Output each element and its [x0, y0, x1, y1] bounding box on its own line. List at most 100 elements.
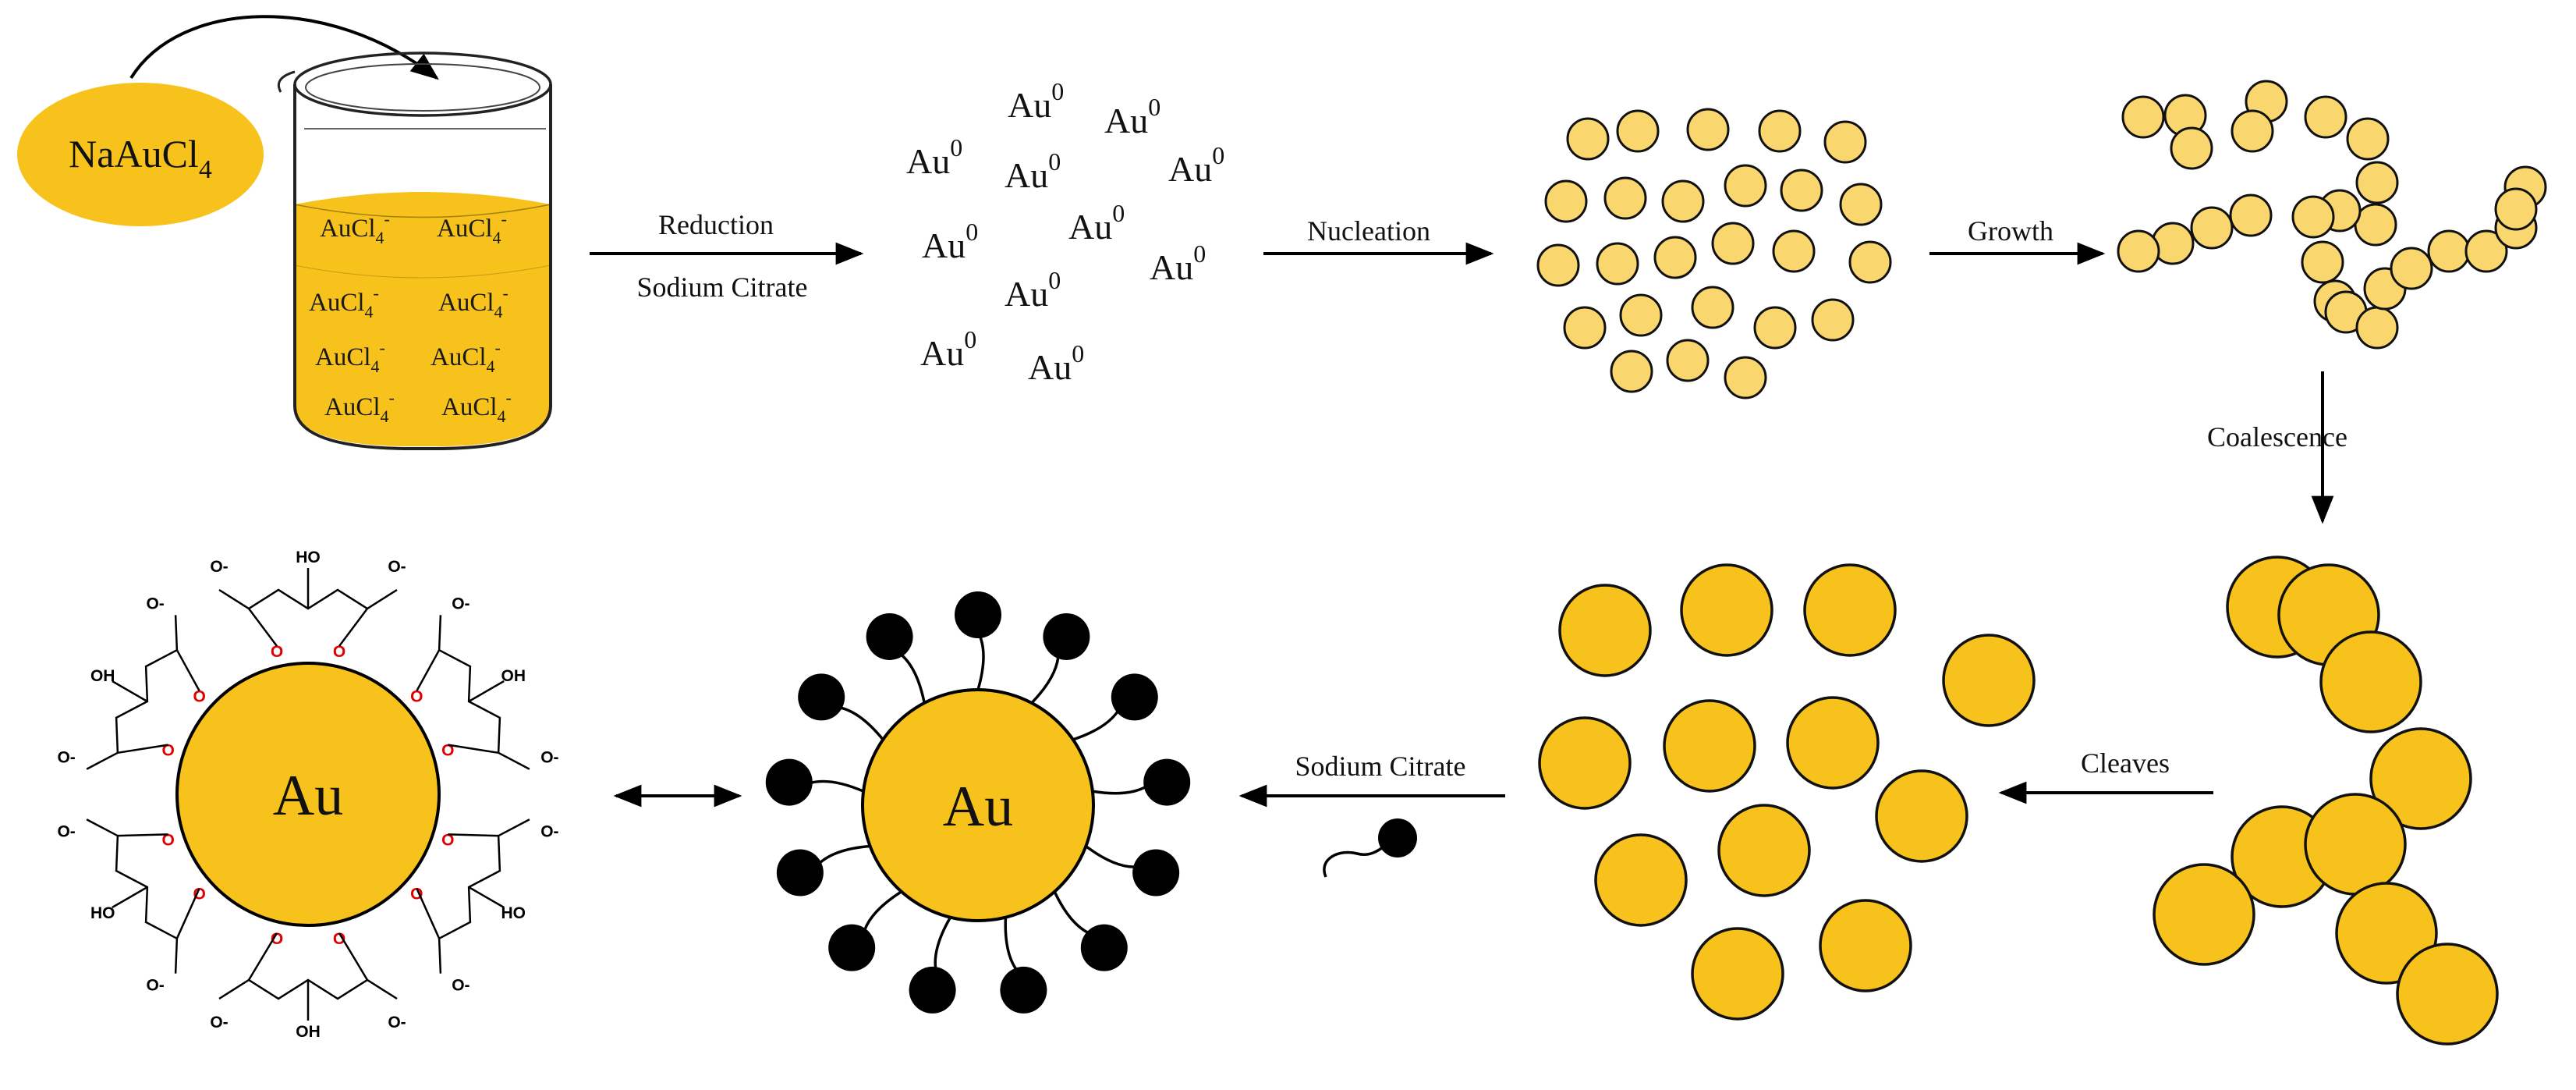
separated-particle [1663, 699, 1756, 793]
nucleation-step: Nucleation [1263, 215, 1494, 265]
ligand-head [1143, 758, 1191, 806]
nucleus [1811, 298, 1855, 342]
ligand-tail [1030, 652, 1060, 705]
nucleus [1666, 339, 1710, 382]
ligand-head [1080, 924, 1128, 971]
grown-particle [2301, 240, 2344, 284]
svg-text:AuCl4-: AuCl4- [437, 209, 507, 247]
nucleation-label: Nucleation [1307, 215, 1430, 247]
nucleus [1544, 179, 1588, 223]
ligand-tail [1072, 706, 1122, 741]
citrate-ligand-icon [1323, 843, 1388, 878]
bound-oxygen-label: O [193, 687, 205, 705]
ligand-head [955, 591, 1001, 638]
ligand-tail [1085, 845, 1140, 868]
bound-oxygen-label: O [333, 643, 345, 661]
nucleus [1724, 356, 1767, 399]
grown-particle [2291, 195, 2335, 239]
citrate-group-label: OH [501, 667, 526, 685]
nucleus [1686, 108, 1730, 151]
ligand-head [798, 673, 845, 721]
gold-atom-label: Au0 [1068, 199, 1125, 247]
nucleus [1661, 179, 1705, 223]
beaker-liquid [295, 192, 551, 446]
beaker: AuCl4- AuCl4- AuCl4- AuCl4- AuCl4- AuCl4… [277, 51, 552, 450]
beaker-ion: AuCl [315, 343, 371, 371]
nucleus [1566, 117, 1610, 161]
bound-oxygen-label: O [441, 831, 454, 849]
citrate-group-label: HO [90, 904, 115, 922]
grown-particle [2390, 247, 2433, 290]
ligand-tail [1053, 891, 1093, 936]
separated-particle [1803, 563, 1897, 657]
grown-particle [2427, 229, 2471, 273]
nucleus [1724, 164, 1767, 208]
grown-particle [2229, 194, 2273, 237]
citrate-molecule: OOO-O-OH [410, 595, 559, 770]
svg-text:AuCl4-: AuCl4- [431, 338, 501, 376]
ligand-tail [896, 650, 926, 704]
ligand-head [1043, 612, 1090, 660]
coalesced-particle [2153, 863, 2255, 966]
beaker-ion: AuCl [309, 289, 365, 317]
bound-oxygen-label: O [333, 930, 345, 948]
reagent-subscript: 4 [199, 155, 212, 184]
separated-particle [1819, 899, 1912, 992]
separated-particle [1594, 833, 1688, 927]
gold-atom-label: Au0 [1104, 93, 1160, 140]
nucleus [1619, 293, 1663, 337]
reduction-label: Reduction [658, 209, 774, 240]
bound-oxygen-label: O [441, 742, 454, 760]
gold-atom-label: Au0 [906, 133, 962, 181]
citrate-group-label: O- [388, 558, 406, 576]
gold-atom-label: Au0 [1150, 240, 1206, 287]
addition-arrow [129, 15, 439, 80]
citrate-molecule: OOO-O-OH [57, 595, 206, 770]
svg-text:NaAuCl4: NaAuCl4 [69, 132, 212, 184]
citrate-group-label: O- [452, 977, 469, 995]
grown-particle [2346, 117, 2390, 161]
nucleus [1758, 109, 1802, 153]
gold-atom-label: Au0 [922, 218, 978, 265]
ligand-tail [805, 779, 864, 793]
citrate-group-label: OH [90, 667, 115, 685]
ligand-tail [976, 631, 985, 691]
beaker-ion: AuCl [324, 393, 381, 421]
nucleus [1691, 286, 1734, 329]
nucleus [1839, 183, 1883, 226]
reagent-label: NaAuCl [69, 132, 199, 176]
separated-particle [1691, 927, 1784, 1021]
gold-atom-label: Au0 [1168, 141, 1224, 189]
nucleus [1603, 176, 1647, 220]
svg-text:AuCl4-: AuCl4- [438, 283, 508, 321]
stabilization-label: Sodium Citrate [1295, 751, 1466, 782]
ligand-tail [835, 705, 884, 741]
gold-atom-label: Au0 [1005, 147, 1061, 195]
svg-text:AuCl4-: AuCl4- [320, 209, 390, 247]
bound-oxygen-label: O [271, 643, 283, 661]
stabilization-step: Sodium Citrate [1238, 751, 1505, 878]
nucleus [1596, 242, 1639, 286]
cleaves-label: Cleaves [2081, 747, 2170, 779]
core-label: Au [273, 764, 343, 828]
growth-label: Growth [1968, 215, 2053, 247]
nucleus [1753, 306, 1797, 350]
coalescence-step: Coalescence [2207, 371, 2347, 524]
coalescence-label: Coalescence [2207, 421, 2347, 453]
citrate-group-label: OH [296, 1023, 321, 1041]
ligand-head [828, 924, 876, 971]
nucleus [1823, 120, 1867, 164]
citrate-group-label: O- [388, 1014, 406, 1031]
ligand-head [1000, 966, 1047, 1014]
grown-particle [2231, 109, 2274, 153]
coalesced-particles [2153, 556, 2499, 1046]
citrate-group-label: O- [146, 595, 164, 612]
nucleus [1711, 222, 1755, 265]
grown-particle [2494, 187, 2538, 231]
reduction-reagent-label: Sodium Citrate [637, 272, 808, 303]
bound-oxygen-label: O [410, 886, 423, 904]
ligand-tail [934, 916, 952, 974]
grown-particle [2355, 306, 2399, 350]
